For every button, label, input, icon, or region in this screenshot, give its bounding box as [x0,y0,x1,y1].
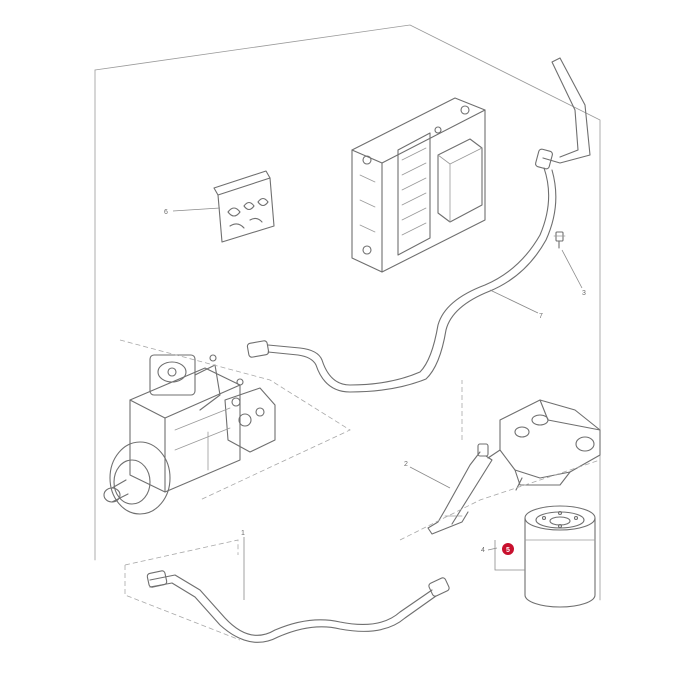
part-label-2: 2 [404,461,408,468]
part-label-7: 7 [539,313,543,320]
part-labels: 6 3 7 2 1 4 5 [164,209,586,555]
pump-guide-lines [119,339,351,501]
part-label-5: 5 [506,547,510,554]
part-3-fitting [553,231,566,249]
part-1-return-line [124,539,450,643]
part-5-highlight-marker [502,543,514,555]
part-label-6: 6 [164,209,168,216]
injection-pump [103,354,276,515]
part-label-3: 3 [582,290,586,297]
part-7-fuel-line [246,57,591,393]
part-label-1: 1 [241,530,245,537]
filter-guide-lines [399,380,601,541]
part-label-4: 4 [481,547,485,554]
filter-head [487,399,601,491]
part-5-fuel-filter [524,505,596,608]
part-6-connector-clip [213,170,275,243]
boundary-frame [94,24,601,601]
ecu-module [351,97,486,273]
leader-lines [172,207,583,600]
part-2-sensor [427,443,493,535]
